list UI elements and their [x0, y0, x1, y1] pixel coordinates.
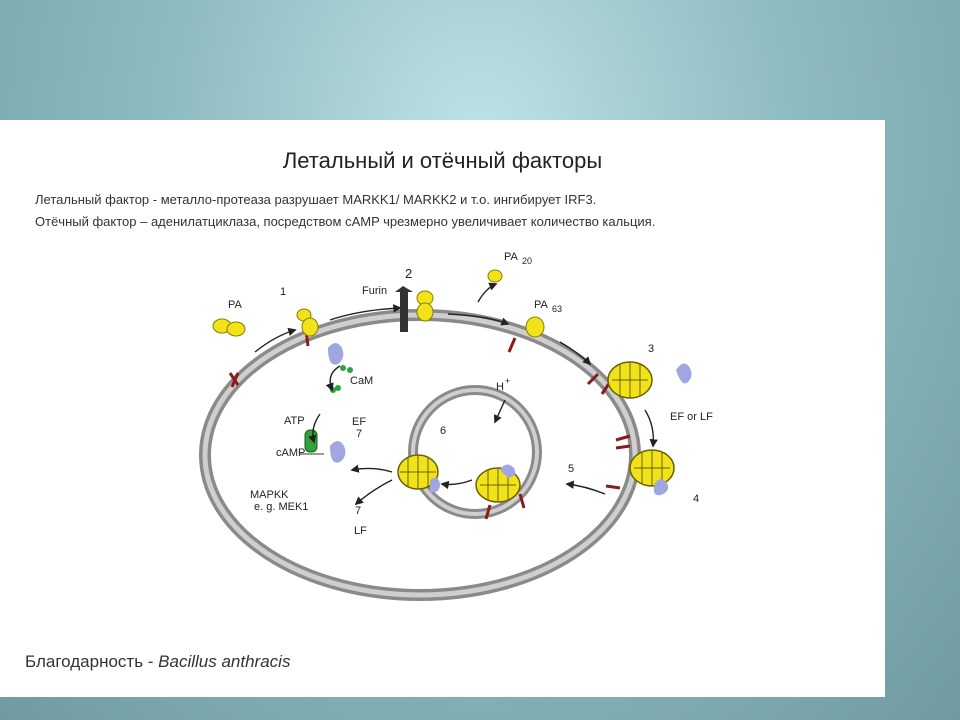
- credit-organism: Bacillus anthracis: [158, 652, 291, 671]
- anthrax-toxin-diagram: PA 1 2 Furin PA 20 PA 63 3 EF or LF 4 5 …: [199, 251, 713, 601]
- slide-title: Летальный и отёчный факторы: [282, 148, 603, 173]
- pa20-fragment: [487, 269, 503, 283]
- furin-protease: [395, 286, 413, 332]
- credit-prefix: Благодарность -: [25, 652, 159, 671]
- pa63-heptamer-step4: [629, 449, 675, 496]
- endosome: [408, 385, 542, 519]
- label-mek1: e. g. MEK1: [254, 501, 308, 513]
- label-camp: cAMP: [276, 447, 305, 459]
- label-pa20: PA: [504, 251, 519, 263]
- label-cam: CaM: [350, 375, 373, 387]
- pa-protein-cleaving: [416, 290, 434, 322]
- label-step-7-lf: 7: [355, 505, 361, 517]
- label-furin: Furin: [362, 285, 387, 297]
- label-pa63: PA: [534, 299, 549, 311]
- label-mapkk: MAPKK: [250, 489, 289, 501]
- label-h-plus-superscript: +: [505, 376, 510, 386]
- label-step-2: 2: [405, 266, 412, 281]
- description-line-lethal-factor: Летальный фактор - металло-протеаза разр…: [35, 192, 597, 207]
- label-pa: PA: [228, 299, 243, 311]
- label-ef: EF: [352, 416, 366, 428]
- label-h-plus: H: [496, 381, 504, 393]
- label-step-4: 4: [693, 493, 699, 505]
- label-step-7-ef: 7: [356, 428, 362, 440]
- ef-or-lf-factor: [676, 363, 692, 384]
- pa-protein-bound: [296, 308, 319, 337]
- pa63-heptamer-endosome: [475, 464, 521, 503]
- pa63-fragment: [525, 316, 545, 338]
- pa-protein-free: [212, 318, 246, 337]
- description-line-edema-factor: Отёчный фактор – аденилатциклаза, посред…: [35, 214, 656, 229]
- pa63-heptamer-step6: [397, 454, 440, 493]
- label-lf: LF: [354, 525, 367, 537]
- label-step-1: 1: [280, 286, 286, 298]
- label-pa20-subscript: 20: [522, 256, 532, 266]
- pa63-heptamer-step3: [607, 361, 653, 399]
- slide: Летальный и отёчный факторы Летальный фа…: [0, 120, 885, 697]
- edema-factor: [328, 343, 344, 365]
- credit-line: Благодарность - Bacillus anthracis: [25, 652, 290, 672]
- lethal-factor: [330, 441, 346, 463]
- label-step-3: 3: [648, 343, 654, 355]
- flow-arrows: [254, 282, 658, 506]
- label-ef-or-lf: EF or LF: [670, 411, 713, 423]
- label-atp: ATP: [284, 415, 305, 427]
- label-step-6: 6: [440, 425, 446, 437]
- diagram-labels: PA 1 2 Furin PA 20 PA 63 3 EF or LF 4 5 …: [228, 251, 713, 537]
- receptors: [228, 329, 631, 520]
- label-step-5: 5: [568, 463, 574, 475]
- label-pa63-subscript: 63: [552, 304, 562, 314]
